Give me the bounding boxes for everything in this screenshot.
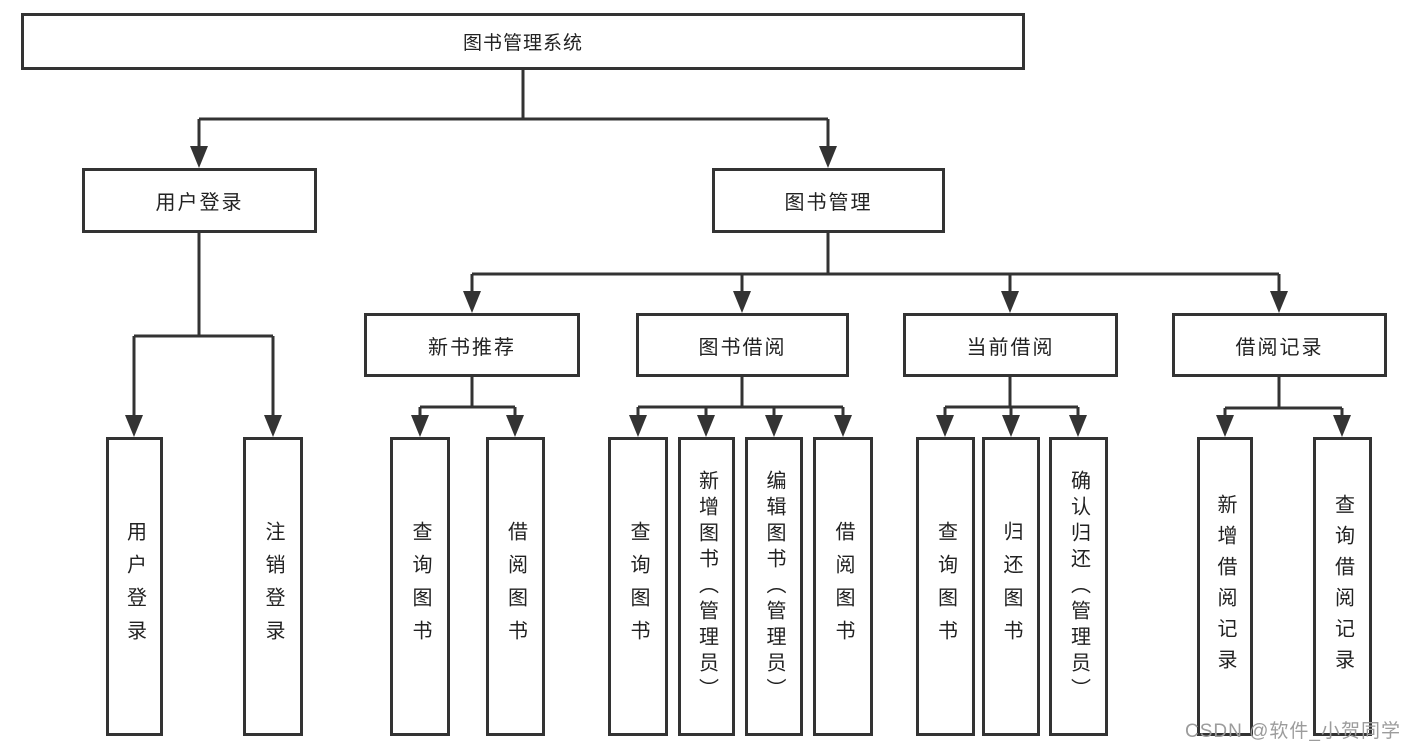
leaf-borrow-edit-admin: 编辑图书（管理员） [745,437,803,736]
connector-borrowrecord-to-leaves [1223,377,1344,419]
leaf-borrow-add-admin-label: 新增图书（管理员） [695,469,718,704]
leaf-borrow-add-admin: 新增图书（管理员） [678,437,735,736]
connector-currentborrow-to-leaves [943,377,1080,419]
node-book-management: 图书管理 [712,168,945,233]
leaf-user-login-label: 用户登录 [123,520,146,653]
leaf-newbook-borrow-label: 借阅图书 [504,520,527,653]
leaf-newbook-query-label: 查询图书 [409,520,431,653]
node-borrow-record-label: 借阅记录 [1235,336,1324,359]
leaf-return-book: 归还图书 [982,437,1040,736]
leaf-borrow-query-label: 查询图书 [627,520,649,653]
node-current-borrow-label: 当前借阅 [966,336,1055,359]
leaf-borrow-book-label: 借阅图书 [832,520,854,653]
leaf-borrow-edit-admin-label: 编辑图书（管理员） [763,469,785,704]
connector-root-to-level2 [197,70,830,150]
leaf-logout: 注销登录 [243,437,303,736]
leaf-borrow-query: 查询图书 [608,437,668,736]
node-root: 图书管理系统 [21,13,1025,70]
leaf-confirm-return-admin: 确认归还（管理员） [1049,437,1108,736]
leaf-user-login: 用户登录 [106,437,163,736]
leaf-current-query-label: 查询图书 [934,520,957,653]
leaf-newbook-borrow: 借阅图书 [486,437,545,736]
node-new-book-recommend-label: 新书推荐 [428,336,516,359]
node-book-borrow: 图书借阅 [636,313,849,377]
node-book-borrow-label: 图书借阅 [698,336,787,359]
leaf-record-query-label: 查询借阅记录 [1331,493,1354,680]
leaf-record-add: 新增借阅记录 [1197,437,1253,736]
connector-bookborrow-to-leaves [636,377,845,419]
node-user-login-label: 用户登录 [155,192,244,214]
watermark: CSDN @软件_小贺同学 [1185,721,1401,742]
node-book-management-label: 图书管理 [784,192,873,214]
node-root-label: 图书管理系统 [462,33,583,54]
connector-bookmgmt-to-level3 [470,233,1281,295]
leaf-record-add-label: 新增借阅记录 [1214,493,1236,680]
leaf-confirm-return-admin-label: 确认归还（管理员） [1067,469,1090,704]
node-current-borrow: 当前借阅 [903,313,1118,377]
connector-userlogin-to-leaves [132,233,275,419]
leaf-newbook-query: 查询图书 [390,437,450,736]
leaf-record-query: 查询借阅记录 [1313,437,1372,736]
leaf-borrow-book: 借阅图书 [813,437,873,736]
leaf-current-query: 查询图书 [916,437,975,736]
node-user-login: 用户登录 [82,168,317,233]
node-new-book-recommend: 新书推荐 [364,313,580,377]
connector-newbook-to-leaves [418,377,517,419]
leaf-return-book-label: 归还图书 [1000,520,1022,653]
node-borrow-record: 借阅记录 [1172,313,1387,377]
leaf-logout-label: 注销登录 [262,520,284,653]
